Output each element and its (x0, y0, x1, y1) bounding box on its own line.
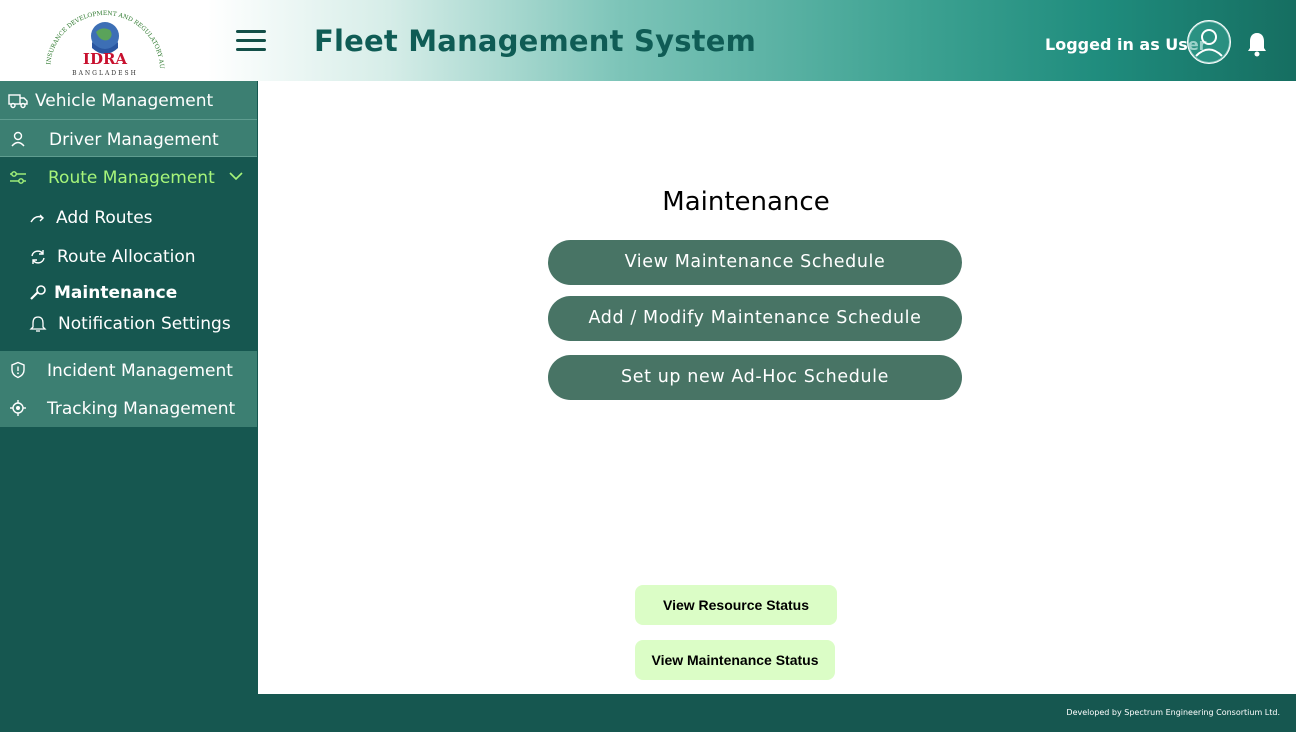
notification-bell-icon[interactable] (1245, 30, 1269, 58)
refresh-icon (31, 250, 45, 264)
page-title: Maintenance (662, 187, 830, 217)
bell-outline-icon (29, 316, 47, 332)
redo-arrow-icon (30, 214, 44, 223)
shield-icon (11, 361, 25, 379)
svg-text:BANGLADESH: BANGLADESH (72, 70, 138, 77)
sidebar: Vehicle Management Driver Management Rou… (0, 81, 258, 694)
sidebar-item-label: Driver Management (49, 130, 219, 150)
target-icon (10, 400, 26, 416)
footer-credit: Developed by Spectrum Engineering Consor… (1066, 708, 1280, 717)
sidebar-item-incident-management[interactable]: Incident Management (0, 351, 257, 389)
hamburger-icon (236, 30, 266, 33)
app-title: Fleet Management System (314, 24, 757, 58)
sliders-icon (10, 171, 26, 184)
sidebar-item-tracking-management[interactable]: Tracking Management (0, 389, 257, 427)
top-header: INSURANCE DEVELOPMENT AND REGULATORY AUT… (0, 0, 1296, 81)
idra-logo: INSURANCE DEVELOPMENT AND REGULATORY AUT… (40, 8, 165, 77)
view-maintenance-schedule-button[interactable]: View Maintenance Schedule (548, 240, 962, 285)
user-avatar-icon[interactable] (1186, 19, 1232, 65)
footer: Developed by Spectrum Engineering Consor… (0, 694, 1296, 732)
sidebar-subitem-label: Maintenance (54, 283, 178, 303)
sidebar-item-label: Route Management (48, 168, 215, 188)
sidebar-item-driver-management[interactable]: Driver Management (0, 119, 257, 157)
truck-icon (8, 94, 28, 109)
wrench-icon (30, 285, 46, 300)
person-icon (11, 131, 25, 147)
sidebar-item-label: Tracking Management (47, 399, 236, 419)
svg-text:IDRA: IDRA (83, 50, 127, 68)
user-status-label: Logged in as User (1045, 35, 1207, 54)
sidebar-item-label: Incident Management (47, 361, 233, 381)
sidebar-subitem-label: Add Routes (56, 208, 153, 228)
menu-toggle-button[interactable] (236, 30, 266, 52)
sidebar-item-label: Vehicle Management (35, 91, 214, 111)
add-modify-maintenance-schedule-button[interactable]: Add / Modify Maintenance Schedule (548, 296, 962, 341)
sidebar-item-route-management[interactable]: Route Management (0, 158, 257, 196)
view-resource-status-button[interactable]: View Resource Status (635, 585, 837, 625)
chevron-down-icon (229, 172, 243, 181)
sidebar-item-vehicle-management[interactable]: Vehicle Management (0, 81, 257, 119)
sidebar-subitem-label: Notification Settings (58, 314, 231, 334)
view-maintenance-status-button[interactable]: View Maintenance Status (635, 640, 835, 680)
setup-adhoc-schedule-button[interactable]: Set up new Ad-Hoc Schedule (548, 355, 962, 400)
sidebar-subitem-label: Route Allocation (57, 247, 196, 267)
